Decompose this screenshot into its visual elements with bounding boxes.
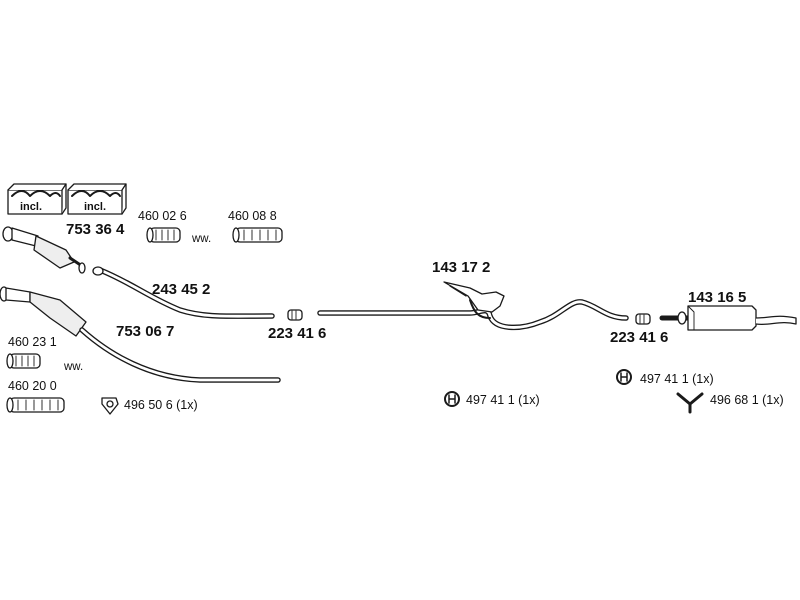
kit-incl-label-2: incl. [84, 201, 107, 213]
label-496681: 496 68 1 (1x) [710, 393, 784, 407]
clamp-460231 [6, 353, 41, 369]
clamp-460026 [146, 227, 181, 243]
label-460231: 460 23 1 [8, 335, 57, 349]
label-143172: 143 17 2 [432, 259, 491, 276]
label-460026: 460 02 6 [138, 209, 187, 223]
connector-223416-left [287, 309, 303, 321]
label-243452: 243 45 2 [152, 281, 211, 298]
front-pipe-243452 [92, 266, 275, 319]
label-ww-1: ww. [192, 233, 212, 245]
label-497411-left: 497 41 1 (1x) [466, 393, 540, 407]
mounting-kit-box-1 [7, 183, 67, 215]
catalytic-converter-lower [0, 286, 281, 383]
label-753067: 753 06 7 [116, 323, 175, 340]
clamp-460088 [232, 227, 283, 243]
label-497411-right: 497 41 1 (1x) [640, 372, 714, 386]
rear-silencer-143165 [659, 305, 797, 331]
kit-incl-label-1: incl. [20, 201, 43, 213]
hanger-497411-right [616, 369, 632, 385]
label-753364: 753 36 4 [66, 221, 125, 238]
label-223416-left: 223 41 6 [268, 325, 327, 342]
label-143165: 143 16 5 [688, 289, 747, 306]
bracket-496681 [676, 392, 704, 414]
middle-silencer-143172 [317, 281, 629, 331]
gasket-496506 [101, 397, 119, 415]
label-460088: 460 08 8 [228, 209, 277, 223]
label-223416-right: 223 41 6 [610, 329, 669, 346]
label-460200: 460 20 0 [8, 379, 57, 393]
catalytic-converter-upper [2, 226, 86, 274]
mounting-kit-box-2 [67, 183, 127, 215]
connector-223416-right [635, 313, 651, 325]
clamp-460200 [6, 397, 65, 413]
hanger-497411-left [444, 391, 460, 407]
label-496506: 496 50 6 (1x) [124, 398, 198, 412]
label-ww-2: ww. [64, 361, 84, 373]
